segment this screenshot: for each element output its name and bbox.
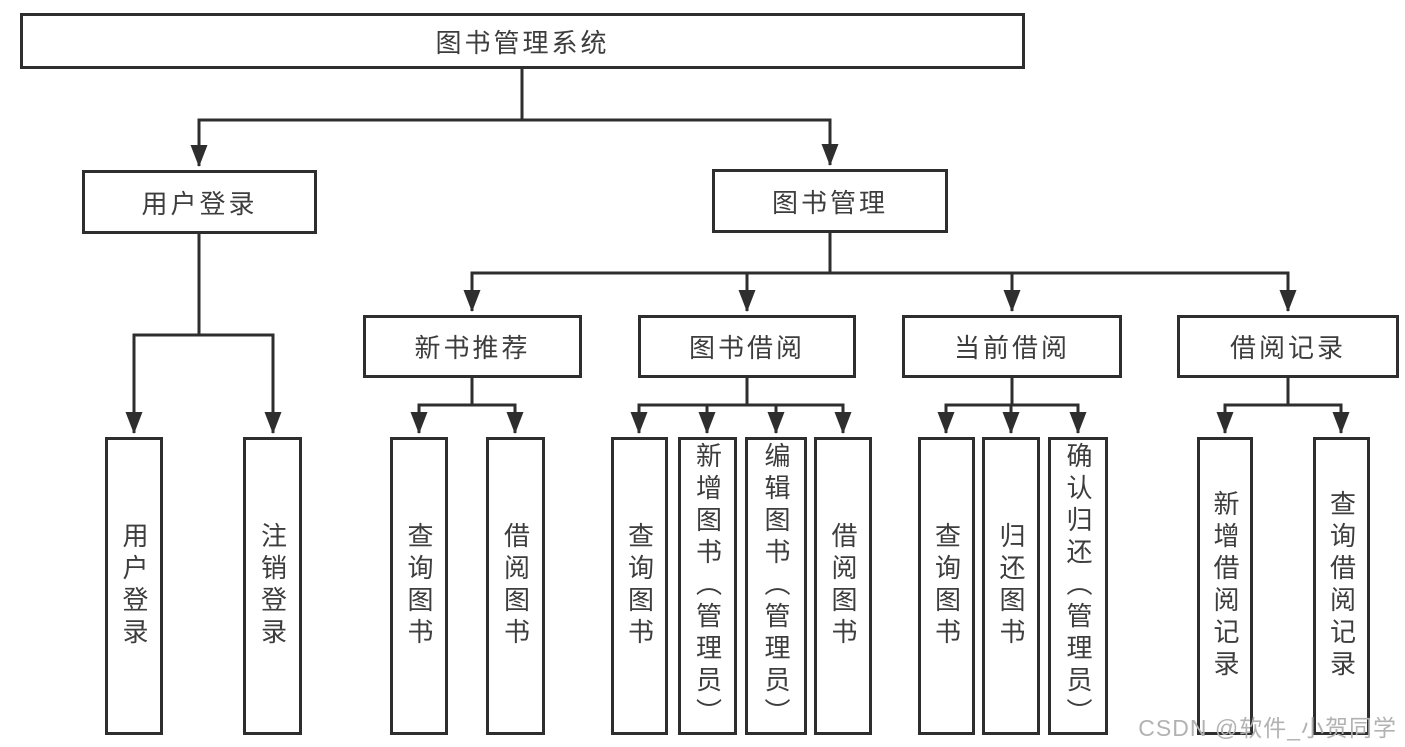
node-book-management: 图书管理 [712, 169, 948, 233]
node-leaf-query-borrow-record: 查询借阅记录 [1313, 437, 1370, 735]
node-current-borrowing: 当前借阅 [902, 315, 1122, 378]
node-leaf-query-books-current: 查询图书 [918, 437, 975, 735]
node-leaf-confirm-return-admin: 确认归还（管理员） [1048, 437, 1108, 735]
node-leaf-logout: 注销登录 [243, 437, 302, 735]
node-leaf-edit-book-admin: 编辑图书（管理员） [745, 437, 807, 735]
node-leaf-borrow-books-borrowing: 借阅图书 [814, 437, 872, 735]
node-leaf-borrow-books-recommendation: 借阅图书 [486, 437, 545, 735]
node-user-login-group: 用户登录 [82, 170, 317, 234]
csdn-watermark: CSDN @软件_小贺同学 [1138, 715, 1397, 741]
node-library-management-system: 图书管理系统 [20, 13, 1025, 69]
node-leaf-query-books-recommendation: 查询图书 [390, 437, 448, 735]
node-leaf-query-books-borrowing: 查询图书 [611, 437, 668, 735]
node-leaf-add-borrow-record: 新增借阅记录 [1197, 437, 1253, 735]
node-new-book-recommendation: 新书推荐 [363, 315, 582, 378]
node-leaf-return-books: 归还图书 [982, 437, 1040, 735]
node-leaf-user-login: 用户登录 [105, 437, 163, 735]
node-leaf-add-book-admin: 新增图书（管理员） [678, 437, 737, 735]
node-borrowing-records: 借阅记录 [1177, 315, 1399, 378]
node-book-borrowing: 图书借阅 [638, 315, 856, 378]
